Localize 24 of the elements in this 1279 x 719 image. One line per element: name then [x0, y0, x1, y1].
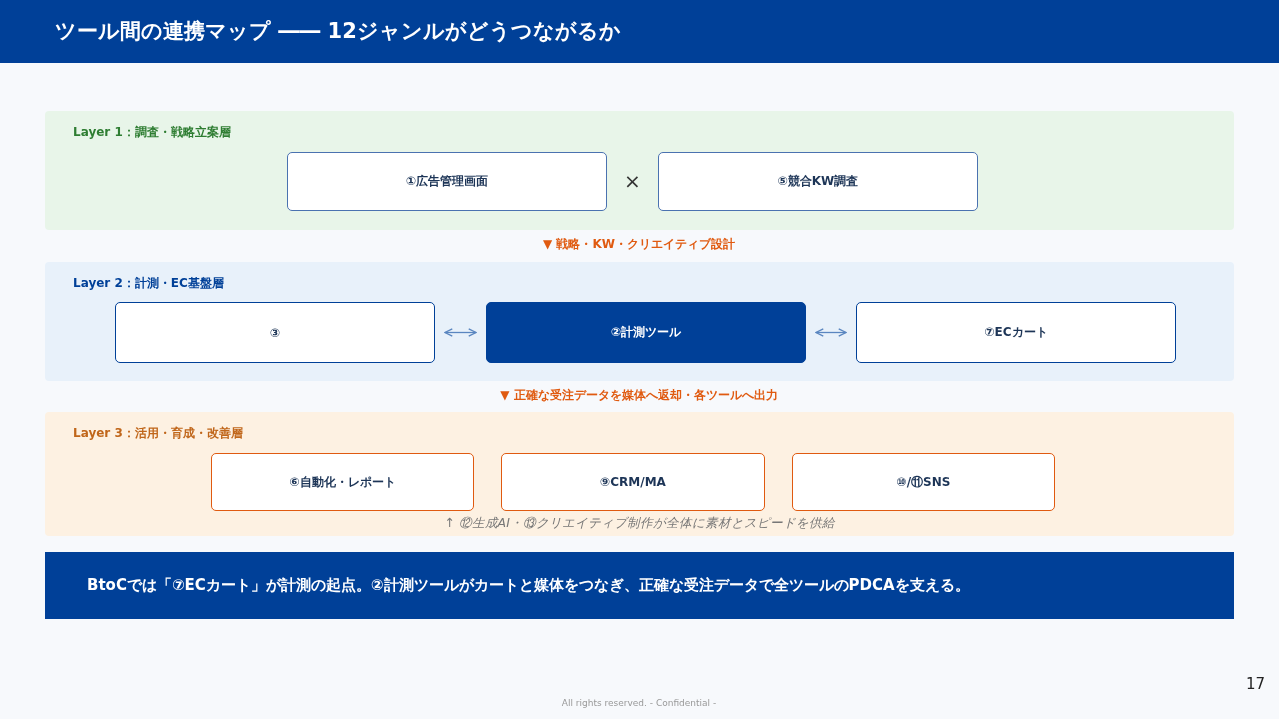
- layer-heading: Layer 3：活用・育成・改善層: [73, 425, 243, 442]
- layer-note: ↑ ⑫生成AI・⑬クリエイティブ制作が全体に素材とスピードを供給: [443, 515, 836, 532]
- tool-box: ②計測ツール: [486, 302, 806, 363]
- title: ツール間の連携マップ ―― 12ジャンルがどうつながるか: [55, 18, 621, 45]
- tool-box: ⑦ECカート: [856, 302, 1176, 363]
- flow-note: ▼ 正確な受注データを媒体へ返却・各ツールへ出力: [500, 387, 778, 404]
- page-number: 17: [1246, 675, 1266, 693]
- summary-banner: BtoCでは「⑦ECカート」が計測の起点。②計測ツールがカートと媒体をつなぎ、正確な受注データで全ツールのPDCAを支える。: [45, 552, 1234, 619]
- flow-note: ▼ 戦略・KW・クリエイティブ設計: [543, 236, 735, 253]
- tool-box: ⑤競合KW調査: [658, 152, 978, 211]
- tool-box: ①広告管理画面: [287, 152, 607, 211]
- double-arrow: [815, 328, 847, 337]
- tool-box: ⑩/⑪SNS: [792, 453, 1055, 511]
- cross-sign: ×: [624, 169, 641, 193]
- layer-band: [45, 262, 1234, 381]
- double-arrow: [444, 328, 477, 337]
- tool-box: ⑥自動化・レポート: [211, 453, 474, 511]
- layer-heading: Layer 1：調査・戦略立案層: [73, 124, 231, 141]
- tool-box: ⑨CRM/MA: [501, 453, 765, 511]
- copyright-note: All rights reserved. - Confidential -: [561, 698, 717, 708]
- layer-heading: Layer 2：計測・EC基盤層: [73, 275, 224, 292]
- tool-box: ③: [115, 302, 435, 363]
- layer-band: [45, 412, 1234, 536]
- layer-band: [45, 111, 1234, 230]
